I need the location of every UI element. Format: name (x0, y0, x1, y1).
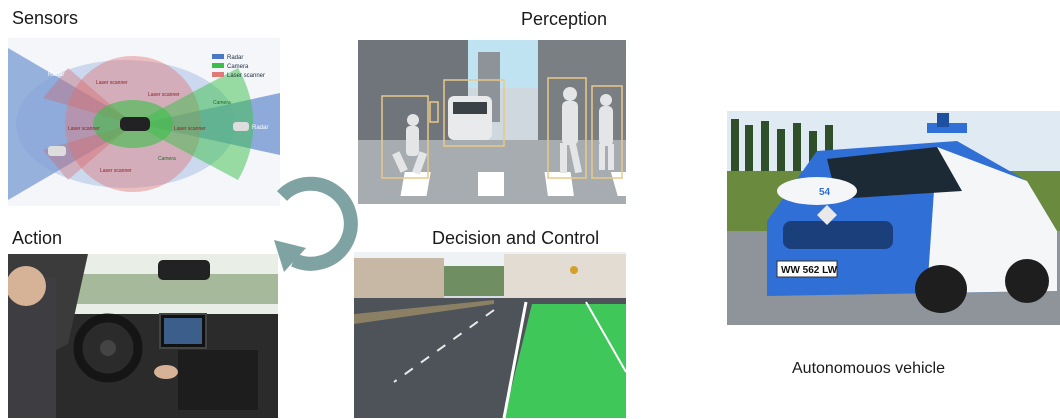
zone-label-laser-3: Laser scanner (68, 126, 100, 132)
action-scene (8, 254, 278, 418)
sensor-coverage-svg: Radar Camera Laser scanner Radar Radar L… (8, 38, 280, 206)
bbox-pedestrian-right (591, 85, 623, 179)
action-label: Action (12, 228, 63, 248)
cycle-arrow (254, 168, 364, 278)
windshield (827, 147, 962, 199)
front-camera-field (133, 68, 254, 180)
circular-arrow-icon (274, 176, 358, 272)
planned-path-overlay (504, 304, 626, 418)
zone-label-camera-2: Camera (158, 156, 176, 162)
rear-view-mirror (158, 260, 210, 280)
legend-camera: Camera (227, 64, 249, 70)
zone-label-laser-5: Laser scanner (100, 168, 132, 174)
car-badge: 54 (819, 187, 831, 198)
roof-sensor (927, 123, 967, 133)
perception-scene (358, 40, 626, 204)
perception-label: Perception (521, 9, 608, 29)
action-svg (8, 254, 278, 418)
bbox-pedestrian-left (381, 95, 429, 179)
license-plate (776, 260, 838, 278)
perception-svg (358, 40, 626, 204)
license-plate-text: WW 562 LW (781, 265, 838, 276)
bbox-pedestrian-middle (547, 77, 587, 179)
decision-control-scene (354, 252, 626, 418)
steering-wheel-icon (73, 313, 143, 383)
front-wheel (915, 265, 967, 313)
zone-label-laser-1: Laser scanner (96, 80, 128, 86)
zone-label-radar-rear: Radar (48, 72, 64, 78)
brand-logo-icon (817, 205, 837, 225)
zone-label-laser-2: Laser scanner (148, 92, 180, 98)
legend-radar: Radar (227, 55, 243, 61)
vehicle-svg: 54 WW 562 LW (727, 111, 1060, 325)
zone-label-camera-1: Camera (213, 100, 231, 106)
bbox-van (443, 79, 505, 147)
ego-car-icon (120, 117, 150, 131)
legend-laser: Laser scanner (227, 73, 265, 79)
decision-svg (354, 252, 626, 418)
sensors-label: Sensors (12, 8, 79, 28)
rear-wheel (1005, 259, 1049, 303)
zone-label-laser-4: Laser scanner (174, 126, 206, 132)
vehicle-caption: Autonomouos vehicle (792, 360, 945, 377)
sensors-coverage-diagram: Radar Camera Laser scanner Radar Radar L… (8, 38, 280, 206)
zone-label-radar-front: Radar (252, 125, 268, 131)
decision-control-label: Decision and Control (432, 228, 600, 248)
rear-radar-lobe (8, 48, 138, 200)
autonomous-vehicle-photo: 54 WW 562 LW (727, 111, 1060, 325)
